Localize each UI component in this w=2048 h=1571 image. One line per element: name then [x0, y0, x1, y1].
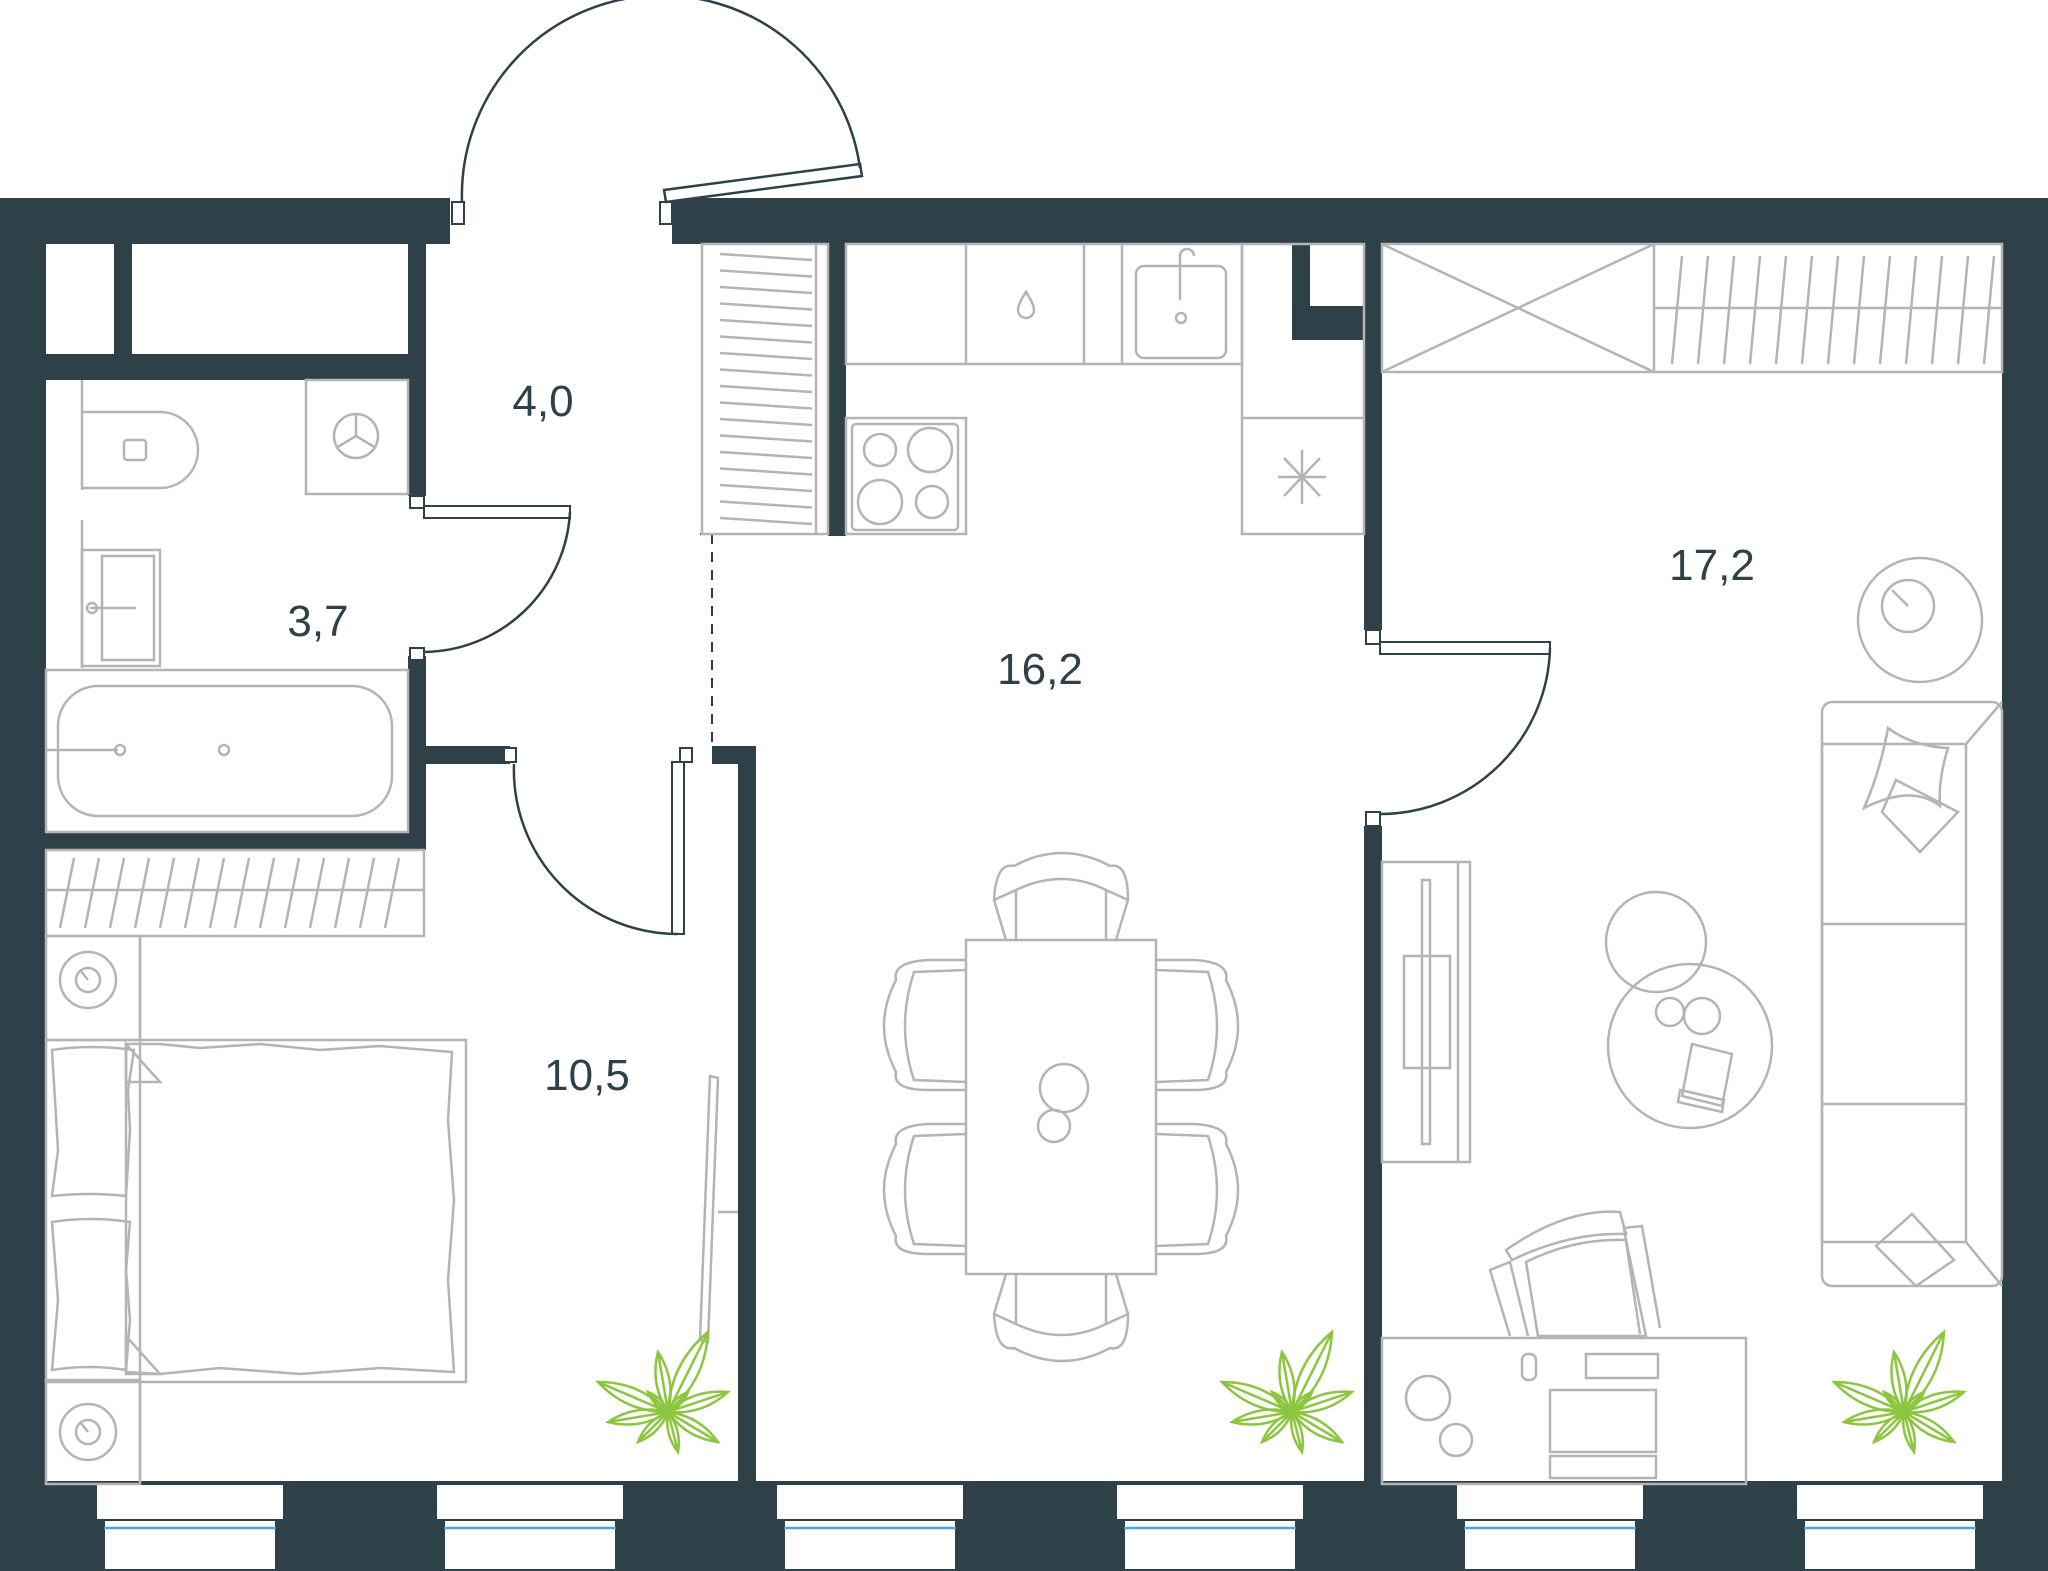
dining-chair-icon [1155, 1122, 1240, 1256]
armchair-icon [1488, 1210, 1662, 1338]
living-room-door [1365, 629, 1552, 827]
bedroom-door [503, 747, 693, 936]
room-area-bathroom: 3,7 [287, 597, 348, 646]
room-area-kitchen-dining: 16,2 [997, 645, 1083, 694]
window-3 [775, 1483, 965, 1571]
plant-icon [1831, 1329, 1967, 1456]
nightstand-lamp-icon [44, 1378, 142, 1486]
window-6 [1795, 1483, 1985, 1571]
window-2 [435, 1483, 625, 1571]
entrance-door [451, 0, 864, 225]
dining-chair-icon [882, 958, 967, 1092]
toilet-icon [80, 380, 200, 490]
wardrobe-icon [1380, 242, 2004, 374]
coffee-table-icon [1604, 890, 1774, 1130]
wardrobe-icon [44, 848, 426, 938]
bathroom-door [409, 495, 572, 661]
room-labels: 4,0 3,7 10,5 16,2 17,2 [287, 377, 1754, 1100]
mirror-icon [698, 1074, 738, 1344]
dining-chair-icon [882, 1122, 967, 1256]
washing-machine-icon [304, 378, 410, 496]
dining-table-icon [964, 938, 1158, 1276]
tv-stand-icon [1380, 860, 1472, 1164]
plant-icon [1219, 1329, 1355, 1456]
bathtub-icon [44, 668, 410, 834]
plants [595, 1329, 1967, 1456]
dining-chair-icon [992, 851, 1130, 941]
water-drop-icon [1016, 289, 1036, 320]
plant-icon [595, 1329, 731, 1456]
window-1 [95, 1483, 285, 1571]
room-area-hall: 4,0 [512, 377, 573, 426]
snowflake-icon [1278, 450, 1326, 504]
stove-icon [844, 416, 968, 536]
sofa-icon [1820, 700, 2004, 1288]
bed-icon [44, 1038, 468, 1384]
room-area-living-room: 17,2 [1669, 541, 1755, 590]
living-room-furniture [1380, 242, 2004, 1486]
window-5 [1455, 1483, 1645, 1571]
sink-icon [80, 520, 162, 668]
nightstand-lamp-icon [44, 934, 142, 1042]
kitchen-furniture [700, 242, 1366, 1363]
floor-lamp-icon [1856, 556, 1984, 684]
room-area-bedroom: 10,5 [544, 1051, 630, 1100]
desk-icon [1380, 1336, 1748, 1486]
window-4 [1115, 1483, 1305, 1571]
bathroom-fixtures [44, 378, 410, 834]
windows [95, 1483, 1985, 1571]
walls [0, 198, 2048, 1571]
dining-chair-icon [1155, 958, 1240, 1092]
dining-chair-icon [992, 1273, 1130, 1363]
kitchen-sink-icon [1134, 247, 1228, 360]
doors [409, 0, 1552, 936]
shelving-unit-icon [700, 242, 830, 536]
